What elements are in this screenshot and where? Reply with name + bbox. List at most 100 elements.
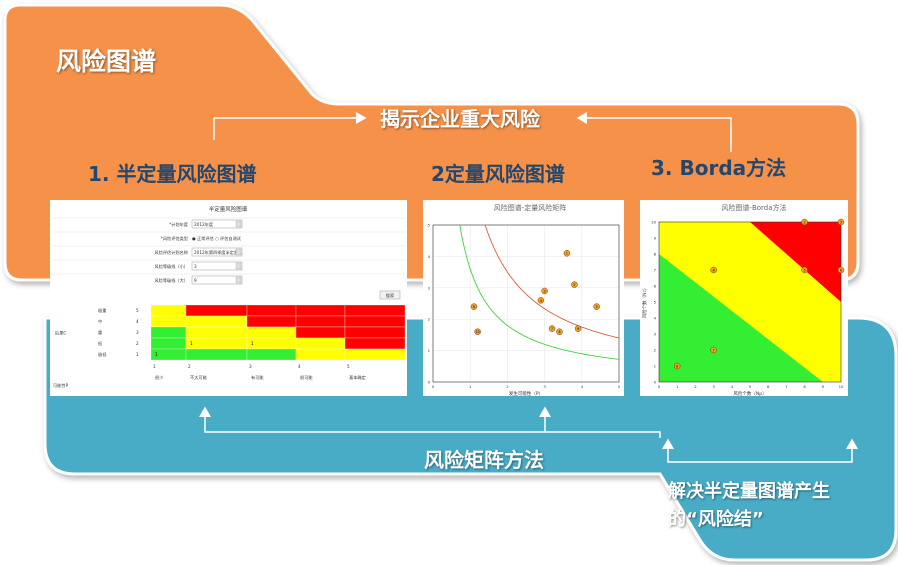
data-point xyxy=(563,250,571,257)
y-tick-label: 5 xyxy=(654,300,657,305)
arrow-solve-right xyxy=(760,438,858,463)
matrix-row-number: 1 xyxy=(136,352,139,357)
matrix-col-label: 基本确定 xyxy=(349,374,366,381)
y-tick-label: 7 xyxy=(654,268,657,273)
form-title: 半定量风险图谱 xyxy=(209,205,248,213)
matrix-col-number: 1 xyxy=(153,364,156,369)
matrix-cell xyxy=(150,337,187,350)
data-point xyxy=(710,346,717,354)
arrow-right-to-reveal xyxy=(576,112,732,152)
matrix-row-label: 极重 xyxy=(98,307,106,314)
matrix-col-label: 很少 xyxy=(155,374,163,381)
matrix-cell xyxy=(185,337,248,350)
data-point xyxy=(470,303,478,310)
y-tick-label: 5 xyxy=(428,223,431,228)
method1-heading: 1. 半定量风险图谱 xyxy=(88,162,257,186)
method2-heading: 2定量风险图谱 xyxy=(431,162,565,186)
y-tick-label: 1 xyxy=(428,348,431,353)
data-point xyxy=(537,297,545,304)
matrix-col-number: 4 xyxy=(298,364,301,369)
matrix-cell xyxy=(295,326,346,339)
plot-frame xyxy=(432,224,620,383)
x-tick-label: 8 xyxy=(803,384,806,389)
x-axis-title: 可能性P xyxy=(53,382,69,389)
matrix-col-number: 3 xyxy=(249,364,252,369)
y-tick-label: 9 xyxy=(654,236,657,241)
x-tick-label: 1 xyxy=(676,384,679,389)
search-button xyxy=(379,290,401,300)
matrix-cell xyxy=(246,348,297,361)
form-select xyxy=(191,219,243,229)
x-tick-label: 2 xyxy=(506,384,509,389)
solve-label: 解决半定量图谱产生的“风险结” xyxy=(668,481,830,530)
data-point xyxy=(571,281,578,288)
chevron-down-icon xyxy=(235,220,242,228)
data-point-label: 6 xyxy=(473,305,475,309)
matrix-row-number: 2 xyxy=(136,341,139,346)
x-tick-label: 9 xyxy=(822,384,825,389)
data-point-label: 5 xyxy=(804,268,806,272)
data-point-label: 5 xyxy=(596,305,598,309)
matrix-cell-mark: 1 xyxy=(251,341,254,346)
data-point-label: 8 xyxy=(676,364,678,368)
matrix-cell xyxy=(246,304,297,317)
plot-area xyxy=(433,225,619,382)
y-tick-label: 4 xyxy=(654,316,657,321)
plot-frame xyxy=(658,221,842,383)
form-select xyxy=(191,275,243,285)
x-tick-label: 4 xyxy=(731,384,734,389)
data-point-label: 10 xyxy=(476,330,480,334)
y-tick-label: 1 xyxy=(654,364,657,369)
matrix-cell xyxy=(295,315,346,328)
x-tick-label: 3 xyxy=(712,384,715,389)
data-point-label: 3 xyxy=(544,289,546,293)
matrix-row-number: 3 xyxy=(136,330,139,335)
matrix-cell xyxy=(246,326,297,339)
data-point xyxy=(710,266,717,274)
x-tick-label: 0 xyxy=(432,384,435,389)
matrix-row-label: 极低 xyxy=(98,351,107,358)
chevron-down-icon xyxy=(235,248,242,256)
risk-curve-green xyxy=(459,225,619,360)
y-axis-label: 风险个数（Nc） xyxy=(641,286,648,319)
matrix-cell xyxy=(150,326,187,339)
x-tick-label: 3 xyxy=(543,384,546,389)
y-tick-label: 0 xyxy=(428,380,431,385)
y-axis-title: 后果C xyxy=(55,330,66,337)
matrix-col-number: 5 xyxy=(347,364,350,369)
region-red xyxy=(750,222,841,302)
y-tick-label: 2 xyxy=(428,317,431,322)
y-tick-label: 10 xyxy=(651,220,656,225)
data-point xyxy=(474,328,481,336)
form-select-value: 3 xyxy=(194,264,197,269)
y-tick-label: 6 xyxy=(654,284,657,289)
matrix-cell xyxy=(344,315,406,328)
chevron-down-icon xyxy=(235,276,242,284)
data-point-label: 1 xyxy=(566,252,568,256)
data-point-label: 4 xyxy=(713,268,715,272)
form-select-value: 2012年度 xyxy=(194,221,214,228)
data-point xyxy=(673,362,681,370)
form-select xyxy=(191,247,243,257)
chart-title: 风险图谱-Borda方法 xyxy=(721,203,786,212)
x-tick-label: 5 xyxy=(749,384,752,389)
search-button-label: 搜索 xyxy=(386,292,394,299)
x-tick-label: 0 xyxy=(658,384,661,389)
matrix-cell xyxy=(246,337,297,350)
main-title: 风险图谱 xyxy=(56,47,157,76)
x-tick-label: 4 xyxy=(581,384,584,389)
form-select xyxy=(191,261,243,271)
data-point-label: 9 xyxy=(577,327,579,331)
form-select-value: 9 xyxy=(194,278,197,283)
y-tick-label: 2 xyxy=(654,348,657,353)
matrix-cell xyxy=(344,337,406,350)
data-point xyxy=(837,266,845,274)
matrix-cell xyxy=(344,348,406,361)
risk-curve-red xyxy=(484,225,619,339)
y-tick-label: 4 xyxy=(428,254,431,259)
data-point xyxy=(801,266,808,274)
matrix-cell-mark: 1 xyxy=(155,352,158,357)
